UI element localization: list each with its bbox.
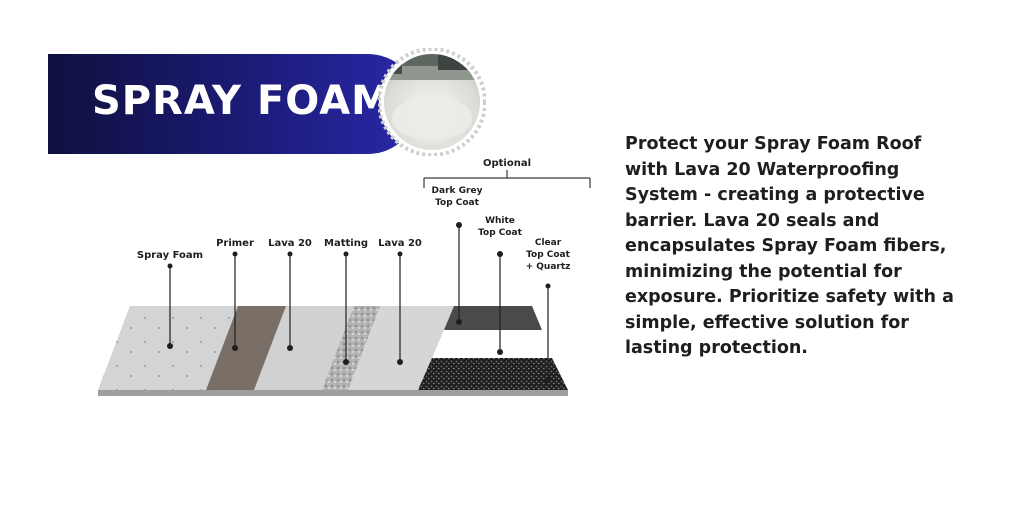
optional-bracket bbox=[423, 170, 591, 188]
callout-clear-top-coat-quartz: Clear Top Coat + Quartz bbox=[526, 238, 571, 383]
layer-dark-grey-top-coat bbox=[444, 306, 542, 330]
banner-title: SPRAY FOAM bbox=[92, 78, 392, 124]
callout-lava-20-first-label: Lava 20 bbox=[268, 238, 312, 249]
callout-matting: Matting bbox=[324, 238, 368, 365]
callout-spray-foam: Spray Foam bbox=[137, 250, 203, 349]
callout-clear-label-line1: Clear bbox=[535, 238, 562, 248]
callout-primer-label: Primer bbox=[216, 238, 254, 249]
callout-lava-20-second: Lava 20 bbox=[378, 238, 422, 365]
layer-spray-foam bbox=[98, 306, 248, 390]
spray-foam-roof-photo bbox=[378, 48, 486, 156]
callout-lava-20-first: Lava 20 bbox=[268, 238, 312, 351]
callout-dark-grey-label-line2: Top Coat bbox=[435, 198, 480, 208]
optional-label: Optional bbox=[483, 158, 531, 169]
callout-white-label-line1: White bbox=[485, 216, 515, 226]
layer-clear-top-coat-quartz bbox=[418, 358, 568, 390]
callout-clear-label-line3: + Quartz bbox=[526, 262, 571, 272]
callout-dark-grey-top-coat: Dark Grey Top Coat bbox=[432, 186, 483, 325]
callout-white-top-coat: White Top Coat bbox=[478, 216, 523, 355]
layer-stack bbox=[98, 306, 568, 396]
callout-primer: Primer bbox=[216, 238, 254, 351]
callout-dark-grey-label-line1: Dark Grey bbox=[432, 186, 483, 196]
layer-edge bbox=[98, 390, 568, 396]
layer-primer bbox=[206, 306, 300, 390]
layer-white-top-coat bbox=[432, 330, 552, 358]
callout-matting-label: Matting bbox=[324, 238, 368, 249]
callout-white-label-line2: Top Coat bbox=[478, 228, 523, 238]
callout-spray-foam-label: Spray Foam bbox=[137, 250, 203, 261]
callout-lava-20-second-label: Lava 20 bbox=[378, 238, 422, 249]
description-text: Protect your Spray Foam Roof with Lava 2… bbox=[625, 134, 954, 358]
title-banner bbox=[48, 54, 418, 154]
callout-clear-label-line2: Top Coat bbox=[526, 250, 571, 260]
